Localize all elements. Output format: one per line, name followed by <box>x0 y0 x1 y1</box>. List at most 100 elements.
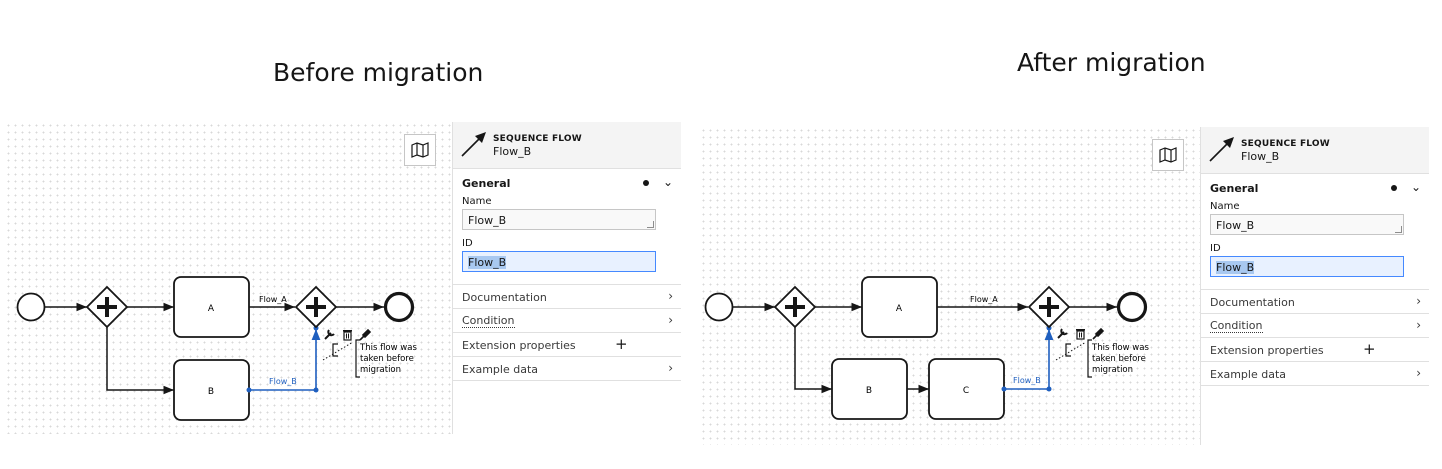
task-a-label: A <box>208 304 215 314</box>
parallel-gateway-split[interactable] <box>85 285 129 329</box>
element-name-label: Flow_B <box>1241 150 1280 163</box>
end-event[interactable] <box>1116 291 1148 323</box>
plus-icon[interactable]: + <box>615 335 628 353</box>
annotation-association <box>1055 341 1087 361</box>
flow-b-waypoint[interactable] <box>246 387 252 393</box>
resize-handle[interactable] <box>1395 226 1402 233</box>
chevron-down-icon[interactable]: ⌄ <box>662 175 673 189</box>
after-properties-panel: SEQUENCE FLOW Flow_B General ⌄ Name Flow… <box>1200 127 1429 445</box>
after-canvas[interactable]: A B C Flow_A Flow_B <box>700 127 1200 445</box>
sequence-flow-icon <box>461 132 486 157</box>
chevron-right-icon[interactable]: › <box>1416 318 1421 332</box>
map-icon <box>1159 147 1177 163</box>
trash-icon[interactable] <box>343 330 352 341</box>
resize-handle[interactable] <box>647 221 654 228</box>
sequence-flow-icon <box>1209 137 1234 162</box>
id-field[interactable]: Flow_B <box>462 251 656 272</box>
annotation-text: This flow was taken before migration <box>359 343 420 375</box>
parallel-gateway-join[interactable] <box>1027 285 1071 329</box>
task-b-label: B <box>866 386 872 396</box>
before-properties-panel: SEQUENCE FLOW Flow_B General ⌄ Name Flow… <box>452 122 681 434</box>
flow-a-label: Flow_A <box>970 295 998 304</box>
id-label: ID <box>1210 243 1221 254</box>
condition-label: Condition <box>1210 319 1263 333</box>
extension-properties-group[interactable]: Extension properties + <box>453 333 681 357</box>
parallel-gateway-join[interactable] <box>294 285 338 329</box>
flow-a-label: Flow_A <box>259 295 287 304</box>
flow-b-waypoint[interactable] <box>1046 386 1052 392</box>
chevron-right-icon[interactable]: › <box>668 289 673 303</box>
data-marker-dot <box>1391 185 1397 191</box>
annotation-association <box>322 341 354 361</box>
wrench-icon[interactable] <box>1057 328 1068 339</box>
start-event[interactable] <box>704 292 734 322</box>
general-group-header[interactable]: General <box>1210 182 1259 195</box>
extension-properties-label: Extension properties <box>462 339 576 352</box>
name-label: Name <box>1210 201 1240 212</box>
flow-b-waypoint[interactable] <box>313 387 319 393</box>
element-type-label: SEQUENCE FLOW <box>493 134 582 144</box>
documentation-label: Documentation <box>462 291 547 304</box>
task-a-label: A <box>896 304 903 314</box>
chevron-down-icon[interactable]: ⌄ <box>1410 180 1421 194</box>
parallel-gateway-split[interactable] <box>773 285 817 329</box>
flow-gateway-to-b[interactable] <box>106 327 174 395</box>
documentation-group[interactable]: Documentation › <box>1201 290 1429 314</box>
annotation-text: This flow was taken before migration <box>1091 343 1152 375</box>
example-data-group[interactable]: Example data › <box>453 357 681 381</box>
chevron-right-icon[interactable]: › <box>1416 294 1421 308</box>
flow-b-waypoint[interactable] <box>1001 386 1007 392</box>
example-data-label: Example data <box>462 363 538 376</box>
chevron-right-icon[interactable]: › <box>668 361 673 375</box>
documentation-group[interactable]: Documentation › <box>453 285 681 309</box>
extension-properties-label: Extension properties <box>1210 344 1324 357</box>
before-heading: Before migration <box>273 58 484 87</box>
condition-group[interactable]: Condition › <box>453 309 681 333</box>
annotation-bracket <box>355 339 360 378</box>
element-name-label: Flow_B <box>493 145 532 158</box>
extension-properties-group[interactable]: Extension properties + <box>1201 338 1429 362</box>
trash-icon[interactable] <box>1076 329 1085 340</box>
paint-icon[interactable] <box>359 328 372 341</box>
chevron-right-icon[interactable]: › <box>1416 366 1421 380</box>
panel-header: SEQUENCE FLOW Flow_B <box>1201 127 1429 174</box>
name-field[interactable]: Flow_B <box>462 209 656 230</box>
data-marker-dot <box>643 180 649 186</box>
before-canvas[interactable]: A B Flow_A Flow_B <box>5 122 452 434</box>
minimap-toggle-button[interactable] <box>404 134 436 166</box>
task-c-label: C <box>963 386 969 396</box>
example-data-group[interactable]: Example data › <box>1201 362 1429 386</box>
paint-icon[interactable] <box>1092 327 1105 340</box>
general-group-header[interactable]: General <box>462 177 511 190</box>
panel-header: SEQUENCE FLOW Flow_B <box>453 122 681 169</box>
id-field-value: Flow_B <box>468 256 507 269</box>
chevron-right-icon[interactable]: › <box>668 313 673 327</box>
name-field-value: Flow_B <box>1216 219 1255 232</box>
name-field[interactable]: Flow_B <box>1210 214 1404 235</box>
task-b-label: B <box>208 387 214 397</box>
example-data-label: Example data <box>1210 368 1286 381</box>
annotation-bracket <box>1087 339 1092 378</box>
id-field[interactable]: Flow_B <box>1210 256 1404 277</box>
end-event[interactable] <box>383 291 415 323</box>
general-group: General ⌄ Name Flow_B ID Flow_B <box>1201 174 1429 290</box>
after-heading: After migration <box>1017 48 1206 77</box>
map-icon <box>411 142 429 158</box>
annotation-small-bracket <box>1065 343 1071 357</box>
condition-group[interactable]: Condition › <box>1201 314 1429 338</box>
annotation-small-bracket <box>332 343 338 357</box>
flow-b-label: Flow_B <box>269 377 297 386</box>
wrench-icon[interactable] <box>324 329 335 340</box>
minimap-toggle-button[interactable] <box>1152 139 1184 171</box>
plus-icon[interactable]: + <box>1363 340 1376 358</box>
name-label: Name <box>462 196 492 207</box>
start-event[interactable] <box>16 292 46 322</box>
flow-gateway-to-b[interactable] <box>794 327 832 394</box>
condition-label: Condition <box>462 314 515 328</box>
after-diagram: A B C Flow_A Flow_B <box>704 276 1152 420</box>
general-group: General ⌄ Name Flow_B ID Flow_B <box>453 169 681 285</box>
name-field-value: Flow_B <box>468 214 507 227</box>
before-diagram: A B Flow_A Flow_B <box>16 276 420 421</box>
element-type-label: SEQUENCE FLOW <box>1241 139 1330 149</box>
flow-b-label: Flow_B <box>1013 376 1041 385</box>
